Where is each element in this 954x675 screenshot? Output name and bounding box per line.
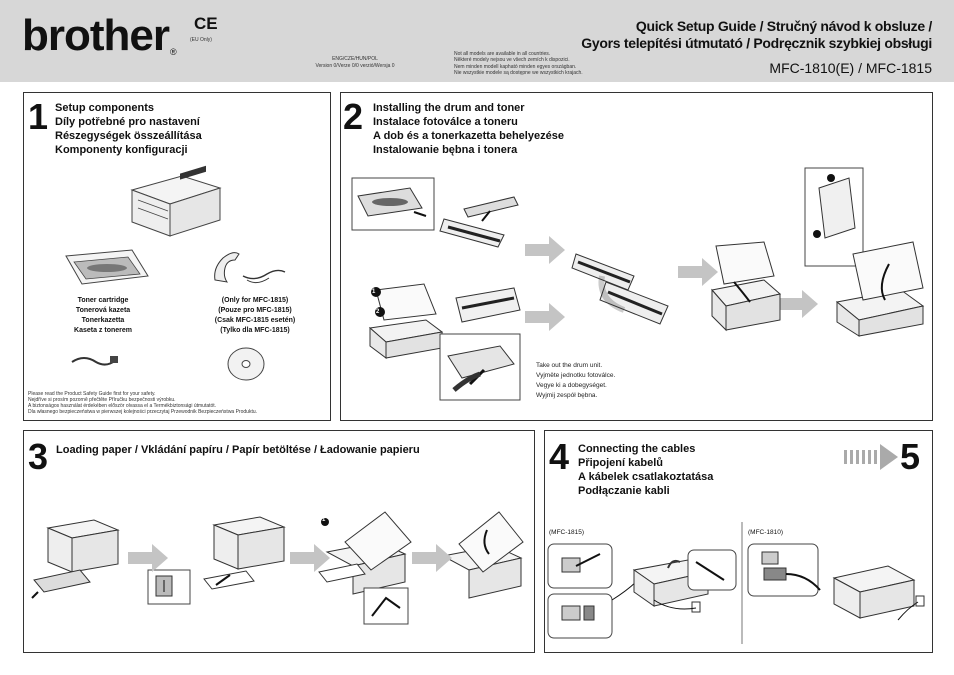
caption-line: (Csak MFC-1815 esetén) xyxy=(214,317,296,324)
caption-line: (Only for MFC-1815) xyxy=(221,297,289,304)
step2-headings: Installing the drum and toner Instalace … xyxy=(373,101,564,157)
step3-heading: Loading paper / Vkládání papíru / Papír … xyxy=(56,444,420,456)
step4-number: 4 xyxy=(549,436,570,477)
toner-cartridge-illustration xyxy=(65,249,149,285)
arrow-right-icon xyxy=(525,236,565,264)
safety-notes: Please read the Product Safety Guide fir… xyxy=(28,391,257,415)
marker-1: 1 xyxy=(372,289,376,295)
printer-illustration xyxy=(130,165,222,237)
safety-line: A biztonságos használat érdekében előszö… xyxy=(28,403,217,409)
label-mfc-1815: (MFC-1815) xyxy=(549,529,585,536)
label-mfc-1810: (MFC-1810) xyxy=(748,529,784,536)
cables-mfc-1815-illustration xyxy=(547,543,737,639)
safety-line: Nejdříve si prosím pozorně přečtěte Přír… xyxy=(28,397,176,403)
languages: ENG/CZE/HUN/POL xyxy=(332,56,378,62)
brother-logo: brother xyxy=(22,11,170,60)
note-line: Některé modely nejsou ve všech zemích k … xyxy=(454,57,570,64)
heading-line: Podłączanie kabli xyxy=(578,485,670,497)
marker-2: 2 xyxy=(376,309,380,315)
printer-open-scanner-illustration xyxy=(315,511,412,595)
heading-line: A kábelek csatlakoztatása xyxy=(578,471,714,483)
step2-number: 2 xyxy=(343,96,364,137)
arrow-right-icon xyxy=(525,303,565,331)
caption-line: Toner cartridge xyxy=(77,297,129,304)
drum-toner-combine-illustration xyxy=(571,253,669,325)
ce-note: (EU Only) xyxy=(190,37,212,43)
heading-line: Komponenty konfiguracji xyxy=(55,144,188,156)
caption-line: Vyjměte jednotku fotoválce. xyxy=(536,372,616,379)
title-line-1: Quick Setup Guide / Stručný návod k obsl… xyxy=(635,18,932,34)
toner-caption: Toner cartridge Tonerová kazeta Tonerkaz… xyxy=(63,296,143,336)
step1-number: 1 xyxy=(28,96,49,137)
safety-line: Dla własnego bezpieczeństwa w pierwszej … xyxy=(28,409,257,415)
caption-line: Kaseta z tonerem xyxy=(74,327,132,334)
heading-line: Instalowanie bębna i tonera xyxy=(373,144,518,156)
caption-line: Tonerkazetta xyxy=(81,317,125,324)
arrow-right-icon xyxy=(290,544,330,572)
printer-close-cover-illustration xyxy=(804,167,925,337)
arrow-right-icon xyxy=(412,544,452,572)
handset-illustration xyxy=(214,252,286,284)
title-line-2: Gyors telepítési útmutató / Podręcznik s… xyxy=(581,35,932,51)
heading-line: Setup components xyxy=(55,102,155,114)
caption-line: Wyjmij zespół bębna. xyxy=(536,392,598,399)
safety-line: Please read the Product Safety Guide fir… xyxy=(28,391,156,397)
power-cord-illustration xyxy=(71,356,118,366)
paper-guide-closeup-illustration xyxy=(147,569,191,605)
note-line: Nie wszystkie modele są dostępne we wszy… xyxy=(454,69,583,76)
printer-close-scanner-illustration xyxy=(441,511,524,599)
caption-line: Take out the drum unit. xyxy=(536,362,603,369)
version: Version 0/Verze 0/0 verzió/Wersja 0 xyxy=(315,63,395,69)
arrow-right-icon xyxy=(678,258,718,286)
paper-support-closeup-illustration xyxy=(363,587,409,625)
heading-line: Připojení kabelů xyxy=(578,457,663,469)
next-step-number: 5 xyxy=(900,436,921,477)
step3-number: 3 xyxy=(28,436,49,477)
drum-caption: Take out the drum unit. Vyjměte jednotku… xyxy=(536,361,615,401)
heading-line: Részegységek összeállítása xyxy=(55,130,202,142)
printer-load-paper-illustration xyxy=(203,516,286,590)
handset-caption: (Only for MFC-1815) (Pouze pro MFC-1815)… xyxy=(205,296,305,336)
caption-line: (Pouze pro MFC-1815) xyxy=(218,307,292,314)
registered-mark: ® xyxy=(170,47,177,57)
availability-notes: Not all models are available in all coun… xyxy=(454,51,583,76)
drum-assembly-illustration xyxy=(439,196,519,248)
cables-mfc-1810-illustration xyxy=(747,543,925,621)
next-step-arrow-icon xyxy=(844,444,898,470)
caption-line: (Tylko dla MFC-1815) xyxy=(220,327,290,334)
heading-line: Connecting the cables xyxy=(578,443,696,455)
printer-tray-out-illustration xyxy=(31,519,120,599)
caption-line: Tonerová kazeta xyxy=(75,307,131,314)
heading-line: Díly potřebné pro nastavení xyxy=(55,116,200,128)
step4-headings: Connecting the cables Připojení kabelů A… xyxy=(578,442,713,498)
heading-line: Instalace fotoválce a toneru xyxy=(373,116,518,128)
header-band xyxy=(0,0,954,82)
ce-mark: CE xyxy=(194,14,218,33)
arrow-right-icon xyxy=(128,544,168,572)
guide-title: Quick Setup Guide / Stručný návod k obsl… xyxy=(581,18,932,52)
printer-insert-drum-illustration xyxy=(711,241,782,332)
drum-out-illustration xyxy=(455,287,521,323)
model-name: MFC-1810(E) / MFC-1815 xyxy=(769,60,932,76)
note-line: Nem minden modell kapható minden egyes o… xyxy=(454,63,577,70)
drum-remove-illustration xyxy=(439,333,521,401)
divider xyxy=(741,522,743,644)
note-line: Not all models are available in all coun… xyxy=(454,51,551,57)
language-info: ENG/CZE/HUN/POL Version 0/Verze 0/0 verz… xyxy=(300,56,410,70)
caption-line: Vegye ki a dobegységet. xyxy=(536,382,607,389)
heading-line: Installing the drum and toner xyxy=(373,102,525,114)
toner-unpack-illustration xyxy=(351,177,435,231)
heading-line: A dob és a tonerkazetta behelyezése xyxy=(373,130,564,142)
step1-headings: Setup components Díly potřebné pro nasta… xyxy=(55,101,202,157)
marker-1: 1 xyxy=(322,517,326,523)
arrow-right-icon xyxy=(778,290,818,318)
printer-open-cover-illustration xyxy=(368,283,444,359)
cd-rom-illustration xyxy=(227,347,265,381)
